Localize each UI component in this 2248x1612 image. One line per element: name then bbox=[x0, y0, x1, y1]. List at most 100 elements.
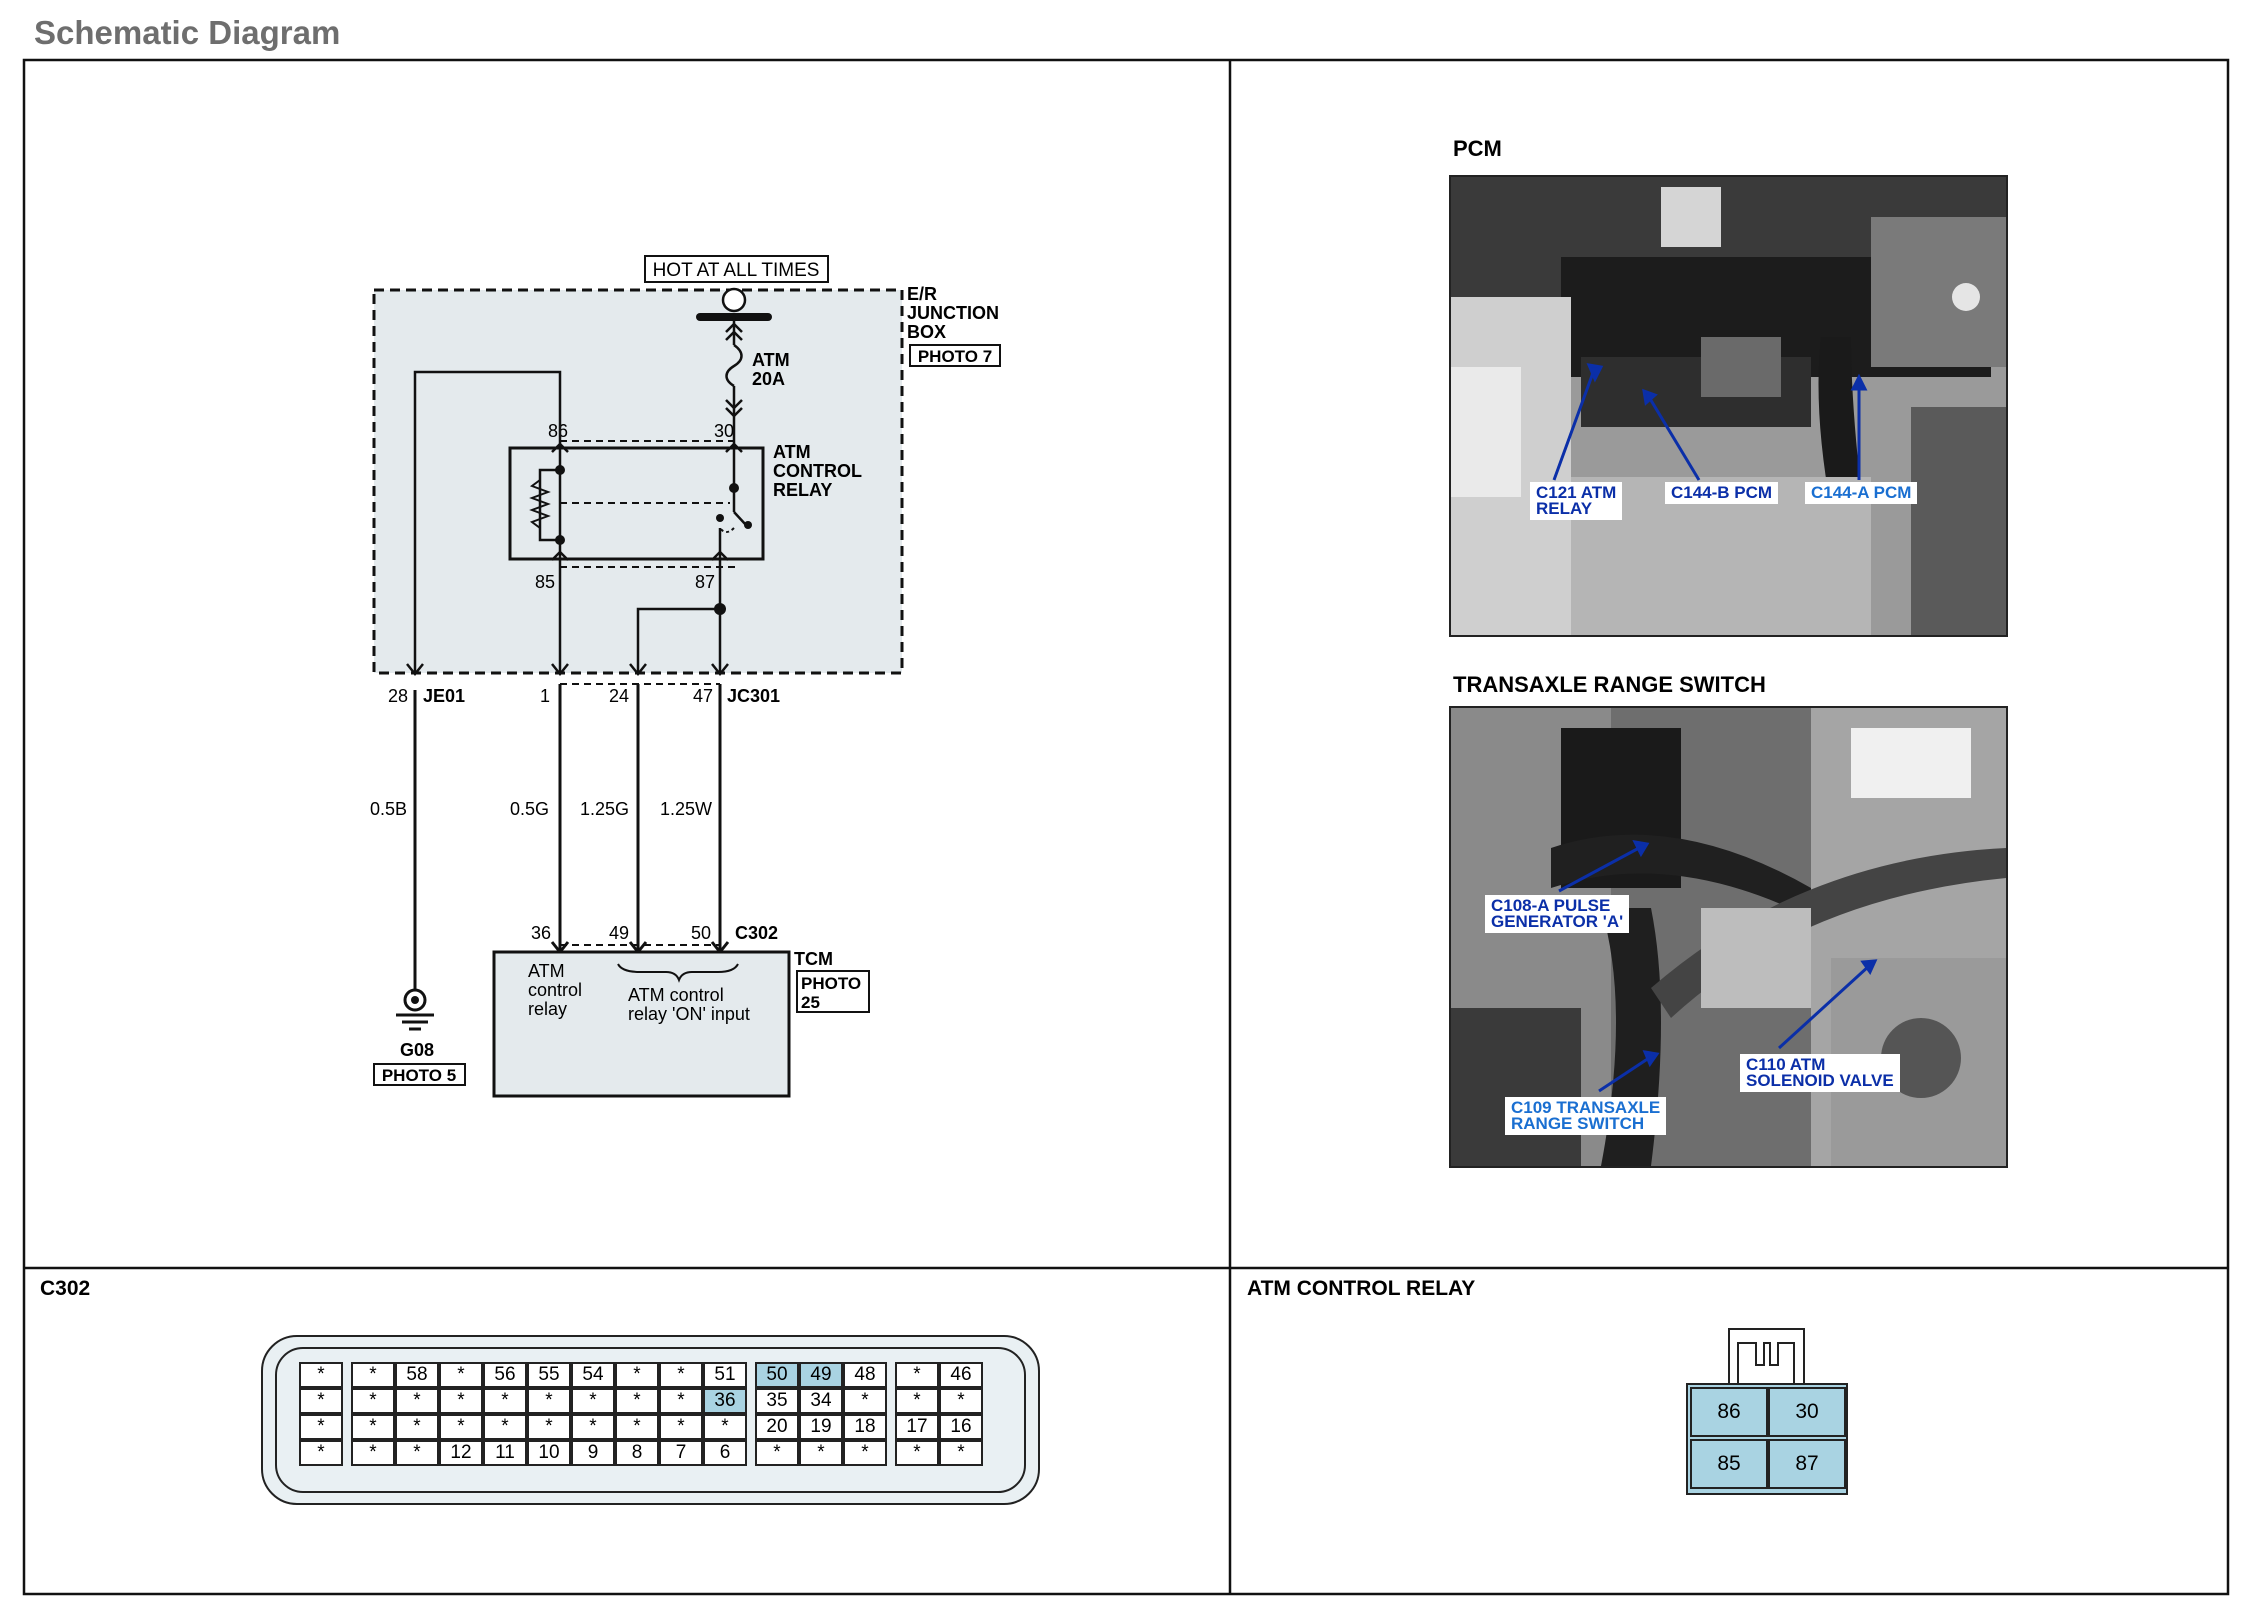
pin-24: 24 bbox=[609, 686, 629, 706]
c302-pin-cell: * bbox=[659, 1414, 703, 1440]
c302-pin-cell: * bbox=[571, 1388, 615, 1414]
c302-pin-cell: * bbox=[439, 1414, 483, 1440]
callout-c108a: C108-A PULSE GENERATOR 'A' bbox=[1485, 895, 1630, 933]
tcm-connector: C302 bbox=[735, 923, 778, 943]
relay-pin-87: 87 bbox=[695, 572, 715, 592]
callout-c110: C110 ATM SOLENOID VALVE bbox=[1740, 1054, 1900, 1092]
c302-pin-cell: 7 bbox=[659, 1440, 703, 1466]
hot-at-all-times-label: HOT AT ALL TIMES bbox=[653, 260, 820, 281]
c302-pin-cell: 51 bbox=[703, 1362, 747, 1388]
callout-c121: C121 ATM RELAY bbox=[1530, 482, 1623, 520]
c302-pin-cell: 12 bbox=[439, 1440, 483, 1466]
c302-pin-cell: * bbox=[395, 1414, 439, 1440]
c302-pin-cell: * bbox=[483, 1388, 527, 1414]
transaxle-photo-title: TRANSAXLE RANGE SWITCH bbox=[1453, 672, 1766, 697]
pcm-photo bbox=[1449, 175, 2008, 637]
c302-pin-cell: * bbox=[527, 1414, 571, 1440]
c302-pin-cell: * bbox=[299, 1362, 343, 1388]
c302-title: C302 bbox=[40, 1277, 91, 1300]
c302-pin-cell: * bbox=[299, 1388, 343, 1414]
c302-pin-cell: * bbox=[615, 1388, 659, 1414]
connector-je01: JE01 bbox=[423, 686, 465, 706]
c302-pin-cell: * bbox=[351, 1414, 395, 1440]
ground-label: G08 bbox=[400, 1040, 434, 1060]
relay-connector-pin: 30 bbox=[1768, 1387, 1846, 1437]
c302-pin-cell: * bbox=[351, 1388, 395, 1414]
c302-pin-cell: * bbox=[395, 1388, 439, 1414]
c302-pin-cell: * bbox=[299, 1414, 343, 1440]
c302-pin-cell: * bbox=[483, 1414, 527, 1440]
tcm-pin-50: 50 bbox=[691, 923, 711, 943]
connector-jc301: JC301 bbox=[727, 686, 780, 706]
c302-pin-cell: * bbox=[615, 1414, 659, 1440]
atm-control-relay bbox=[508, 446, 765, 561]
c302-pin-cell: 35 bbox=[755, 1388, 799, 1414]
c302-pin-cell: * bbox=[939, 1440, 983, 1466]
c302-pin-cell: 16 bbox=[939, 1414, 983, 1440]
c302-pin-cell: 18 bbox=[843, 1414, 887, 1440]
c302-pin-cell: 20 bbox=[755, 1414, 799, 1440]
c302-pin-cell: * bbox=[755, 1440, 799, 1466]
c302-pin-cell: * bbox=[939, 1388, 983, 1414]
c302-pin-cell: 8 bbox=[615, 1440, 659, 1466]
c302-pin-cell: * bbox=[843, 1388, 887, 1414]
c302-pin-cell: 46 bbox=[939, 1362, 983, 1388]
c302-pin-cell: 6 bbox=[703, 1440, 747, 1466]
c302-pin-cell: * bbox=[395, 1440, 439, 1466]
c302-pin-cell: 19 bbox=[799, 1414, 843, 1440]
junction-box-photo: PHOTO 7 bbox=[918, 347, 992, 366]
relay-pin-86: 86 bbox=[548, 421, 568, 441]
c302-pin-cell: * bbox=[439, 1388, 483, 1414]
transaxle-arrows bbox=[1558, 840, 1878, 1093]
tcm-pin-36: 36 bbox=[531, 923, 551, 943]
c302-pin-cell: * bbox=[527, 1388, 571, 1414]
c302-pin-cell: 11 bbox=[483, 1440, 527, 1466]
pin-1: 1 bbox=[540, 686, 550, 706]
callout-c109: C109 TRANSAXLE RANGE SWITCH bbox=[1505, 1097, 1667, 1135]
c302-pin-cell: 50 bbox=[755, 1362, 799, 1388]
c302-pin-cell: * bbox=[571, 1414, 615, 1440]
pin-47: 47 bbox=[693, 686, 713, 706]
c302-pin-cell: * bbox=[895, 1362, 939, 1388]
tcm-box bbox=[492, 950, 791, 1098]
c302-pin-cell: * bbox=[439, 1362, 483, 1388]
c302-pin-cell: 10 bbox=[527, 1440, 571, 1466]
pcm-arrows bbox=[1552, 363, 1868, 481]
c302-pin-cell: * bbox=[799, 1440, 843, 1466]
callout-c144b: C144-B PCM bbox=[1665, 482, 1779, 504]
relay-connector-title: ATM CONTROL RELAY bbox=[1247, 1277, 1476, 1300]
c302-pin-cell: * bbox=[351, 1440, 395, 1466]
relay-connector: 86 30 85 87 bbox=[1686, 1383, 1848, 1495]
c302-pin-cell: * bbox=[895, 1440, 939, 1466]
c302-pin-cell: * bbox=[843, 1440, 887, 1466]
callout-c144a: C144-A PCM bbox=[1805, 482, 1918, 504]
c302-pin-cell: 36 bbox=[703, 1388, 747, 1414]
wire-w3: 1.25G bbox=[580, 799, 629, 819]
page-title: Schematic Diagram bbox=[34, 14, 341, 51]
pin-28: 28 bbox=[388, 686, 408, 706]
relay-connector-latch bbox=[1728, 1328, 1805, 1385]
c302-pin-cell: 17 bbox=[895, 1414, 939, 1440]
c302-pin-cell: * bbox=[703, 1414, 747, 1440]
relay-connector-pin: 87 bbox=[1768, 1439, 1846, 1489]
relay-connector-pin: 85 bbox=[1690, 1439, 1768, 1489]
wire-w2: 0.5G bbox=[510, 799, 549, 819]
c302-pin-cell: 55 bbox=[527, 1362, 571, 1388]
c302-pin-cell: 58 bbox=[395, 1362, 439, 1388]
wire-w1: 0.5B bbox=[370, 799, 407, 819]
c302-pin-cell: * bbox=[299, 1440, 343, 1466]
c302-pin-cell: 49 bbox=[799, 1362, 843, 1388]
c302-pin-cell: 56 bbox=[483, 1362, 527, 1388]
c302-pin-cell: 34 bbox=[799, 1388, 843, 1414]
c302-pin-cell: * bbox=[659, 1362, 703, 1388]
c302-pin-cell: 54 bbox=[571, 1362, 615, 1388]
c302-pin-cell: 48 bbox=[843, 1362, 887, 1388]
pcm-photo-title: PCM bbox=[1453, 136, 1502, 161]
